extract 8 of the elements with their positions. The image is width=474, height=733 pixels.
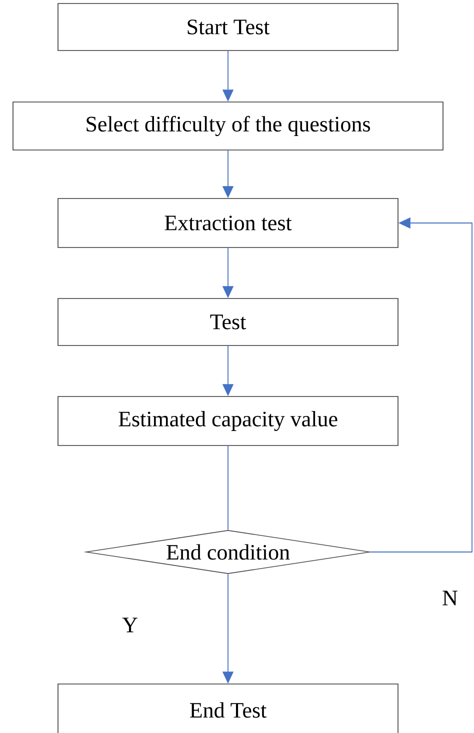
edge-label: Y [121,616,139,634]
process-box: Select difficulty of the questions [12,102,444,150]
edge-label: N [441,590,459,606]
process-box: Extraction test [58,198,398,248]
process-box: Start Test [58,3,398,51]
process-box: Test [58,298,398,346]
process-box: End Test [58,684,398,733]
process-box: Estimated capacity value [58,396,398,446]
